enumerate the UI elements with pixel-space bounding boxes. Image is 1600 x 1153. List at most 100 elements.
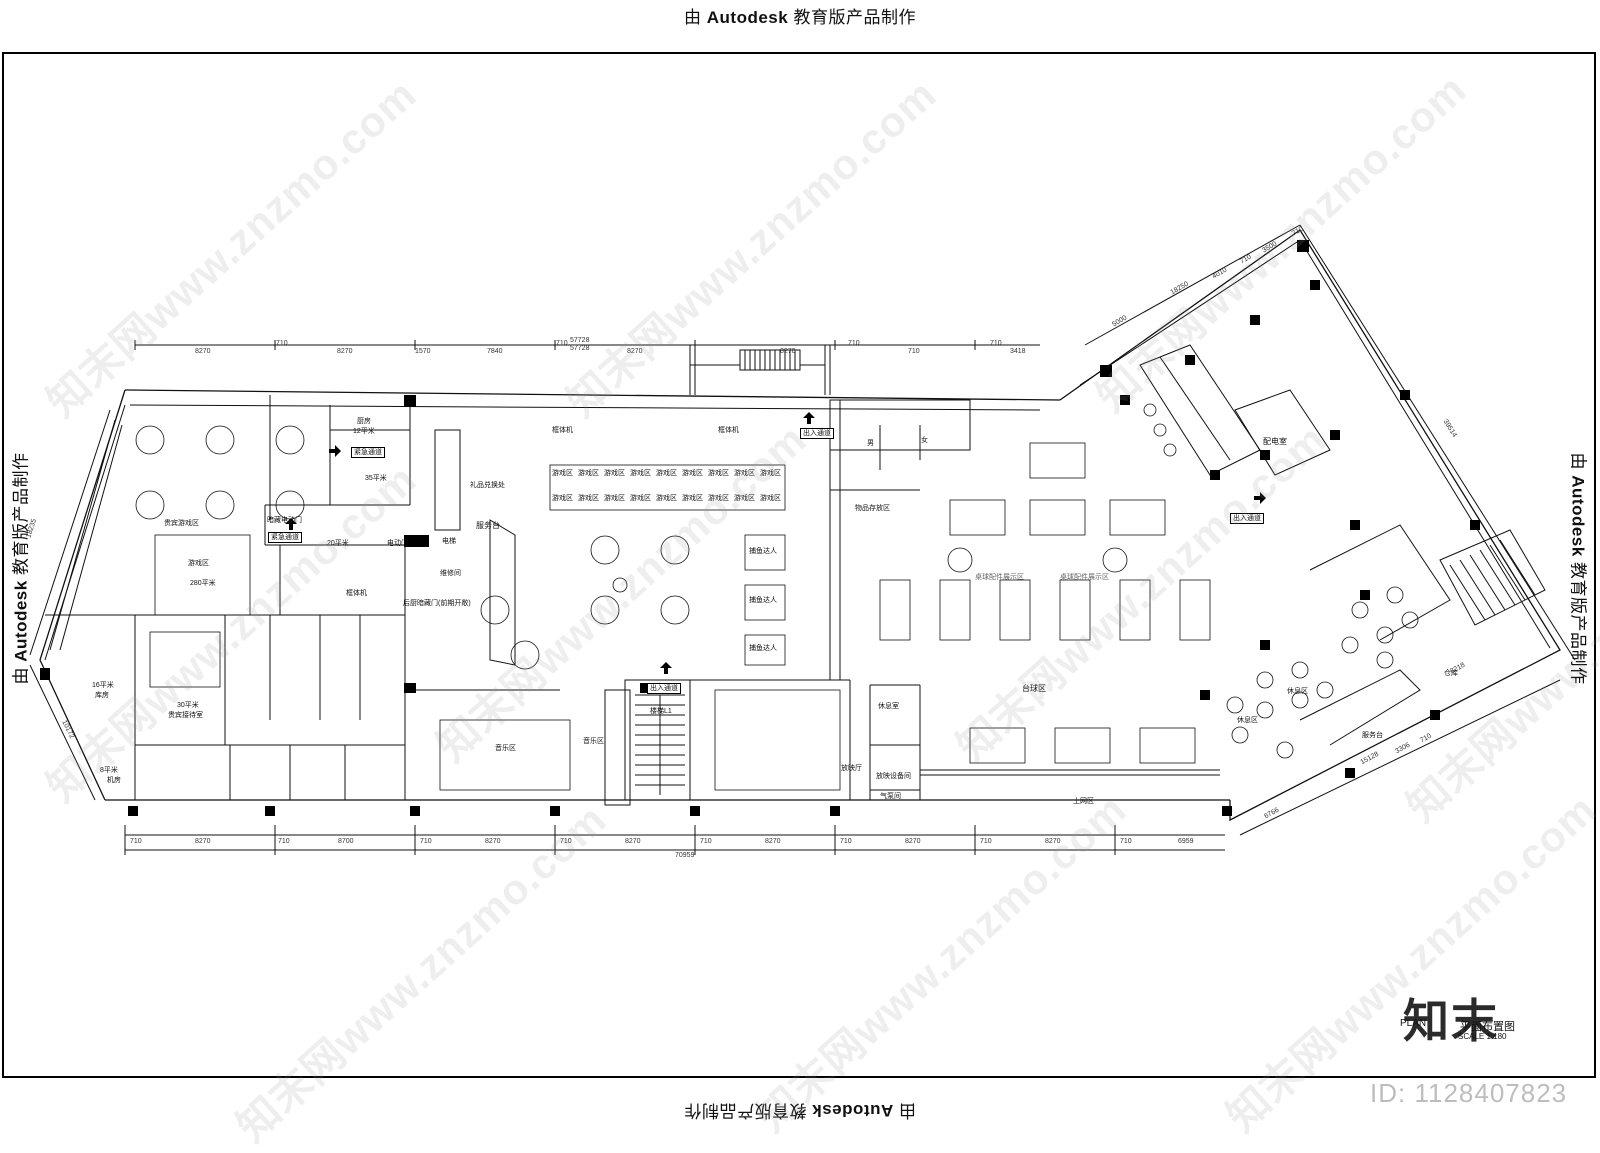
dim-bottom: 710 <box>840 838 852 845</box>
game-cell: 游戏区 <box>682 495 703 502</box>
label-fishing-1: 捕鱼达人 <box>749 548 777 555</box>
image-id: ID: 1128407823 <box>1370 1078 1568 1108</box>
label-storage-16: 16平米 <box>92 682 114 689</box>
label-area-8: 8平米 <box>100 767 118 774</box>
label-exit-3: 出入通道 <box>1230 513 1264 524</box>
dim-top: 8270 <box>195 348 211 355</box>
game-cell: 游戏区 <box>552 470 573 477</box>
label-cabinet-2: 框体机 <box>552 427 573 434</box>
label-male: 男 <box>867 440 874 447</box>
game-cell: 游戏区 <box>630 470 651 477</box>
label-elevator: 电梯 <box>442 538 456 545</box>
label-repair: 维修间 <box>440 570 461 577</box>
label-rest-2: 休息区 <box>1237 717 1258 724</box>
label-exit-1: 出入通道 <box>800 428 834 439</box>
label-cabinet-3: 框体机 <box>718 427 739 434</box>
label-music: 音乐区 <box>583 738 604 745</box>
label-warehouse: 仓库 <box>1444 670 1458 677</box>
dim-top: 7840 <box>487 348 503 355</box>
dim-top: 8270 <box>780 348 796 355</box>
dim-bottom: 710 <box>278 838 290 845</box>
game-cell: 游戏区 <box>760 470 781 477</box>
label-cabinet-1: 框体机 <box>346 590 367 597</box>
plan-scale: SCALE 1:180 <box>1458 1032 1507 1041</box>
dim-bottom: 710 <box>130 838 142 845</box>
game-cell: 游戏区 <box>682 470 703 477</box>
game-cell: 游戏区 <box>552 495 573 502</box>
label-billiard: 台球区 <box>1022 684 1046 693</box>
label-emergency-2: 紧急通道 <box>268 532 302 543</box>
game-cell: 游戏区 <box>630 495 651 502</box>
label-electric-door: 电动门 <box>387 540 408 547</box>
label-area-20: 20平米 <box>327 540 349 547</box>
dim-bottom-total: 70959 <box>675 852 695 859</box>
dim-bottom: 710 <box>700 838 712 845</box>
game-cell: 游戏区 <box>578 495 599 502</box>
label-area-12: 12平米 <box>353 428 375 435</box>
dim-top: 8270 <box>627 348 643 355</box>
label-storage: 库房 <box>95 692 109 699</box>
game-cell: 游戏区 <box>656 495 677 502</box>
label-hidden-door: 暗藏电动门 <box>267 517 302 524</box>
dim-top: 710 <box>848 340 860 347</box>
dim-bottom: 710 <box>560 838 572 845</box>
label-game-zone: 游戏区 <box>188 560 209 567</box>
dim-bottom: 8270 <box>765 838 781 845</box>
game-cell: 游戏区 <box>708 470 729 477</box>
label-rest-1: 休息区 <box>1287 688 1308 695</box>
label-stairs: 楼梯L1 <box>650 708 672 715</box>
dim-bottom: 710 <box>1120 838 1132 845</box>
label-machine-room: 机房 <box>107 777 121 784</box>
label-area-280: 280平米 <box>190 580 216 587</box>
game-cell: 游戏区 <box>734 470 755 477</box>
dim-bottom: 8270 <box>905 838 921 845</box>
label-vip-reception-area: 30平米 <box>177 702 199 709</box>
label-service: 服务台 <box>476 521 500 530</box>
game-cell: 游戏区 <box>604 470 625 477</box>
label-gas: 气泵间 <box>880 793 901 800</box>
label-vip-game: 贵宾游戏区 <box>164 520 199 527</box>
dim-top: 8270 <box>337 348 353 355</box>
label-kitchen: 厨房 <box>357 418 371 425</box>
label-locker: 物品存放区 <box>855 505 890 512</box>
dim-bottom: 8270 <box>1045 838 1061 845</box>
dim-top: 710 <box>556 340 568 347</box>
label-lounge-1: 休息室 <box>878 703 899 710</box>
label-fixture-2: 桌球配件展示区 <box>1060 574 1109 581</box>
label-exit-2: 出入通道 <box>647 683 681 694</box>
label-fixture-1: 桌球配件展示区 <box>975 574 1024 581</box>
label-female: 女 <box>921 437 928 444</box>
dim-bottom: 710 <box>420 838 432 845</box>
edu-stamp-top: 由 Autodesk 教育版产品制作 <box>684 8 916 27</box>
game-cell: 游戏区 <box>760 495 781 502</box>
label-internet: 上网区 <box>1073 798 1094 805</box>
label-vip-reception: 贵宾接待室 <box>168 712 203 719</box>
dim-bottom: 710 <box>980 838 992 845</box>
label-music-zone: 音乐区 <box>495 745 516 752</box>
dim-bottom: 8270 <box>195 838 211 845</box>
label-cinema: 放映厅 <box>841 765 862 772</box>
game-cell: 游戏区 <box>656 470 677 477</box>
dim-bottom: 8270 <box>625 838 641 845</box>
drawing-frame <box>2 52 1596 1078</box>
label-area-35: 35平米 <box>365 475 387 482</box>
label-hidden-door-2: 后厨暗藏门(前期开敞) <box>403 600 471 607</box>
label-gift: 礼品兑换处 <box>470 482 505 489</box>
game-cell: 游戏区 <box>604 495 625 502</box>
game-cell: 游戏区 <box>578 470 599 477</box>
dim-top-total: 57728 <box>570 337 590 344</box>
label-service-2: 服务台 <box>1362 732 1383 739</box>
dim-top: 710 <box>908 348 920 355</box>
label-projection: 放映设备间 <box>876 773 911 780</box>
game-cell: 游戏区 <box>734 495 755 502</box>
plan-label: PLAN <box>1400 1018 1427 1029</box>
dim-top: 3418 <box>1010 348 1026 355</box>
game-cell: 游戏区 <box>708 495 729 502</box>
dim-top: 710 <box>990 340 1002 347</box>
dim-bottom: 8270 <box>485 838 501 845</box>
label-fishing-3: 捕鱼达人 <box>749 645 777 652</box>
dim-bottom: 8700 <box>338 838 354 845</box>
label-electric-room: 配电室 <box>1263 437 1287 446</box>
logo: 知末 <box>1403 995 1499 1047</box>
